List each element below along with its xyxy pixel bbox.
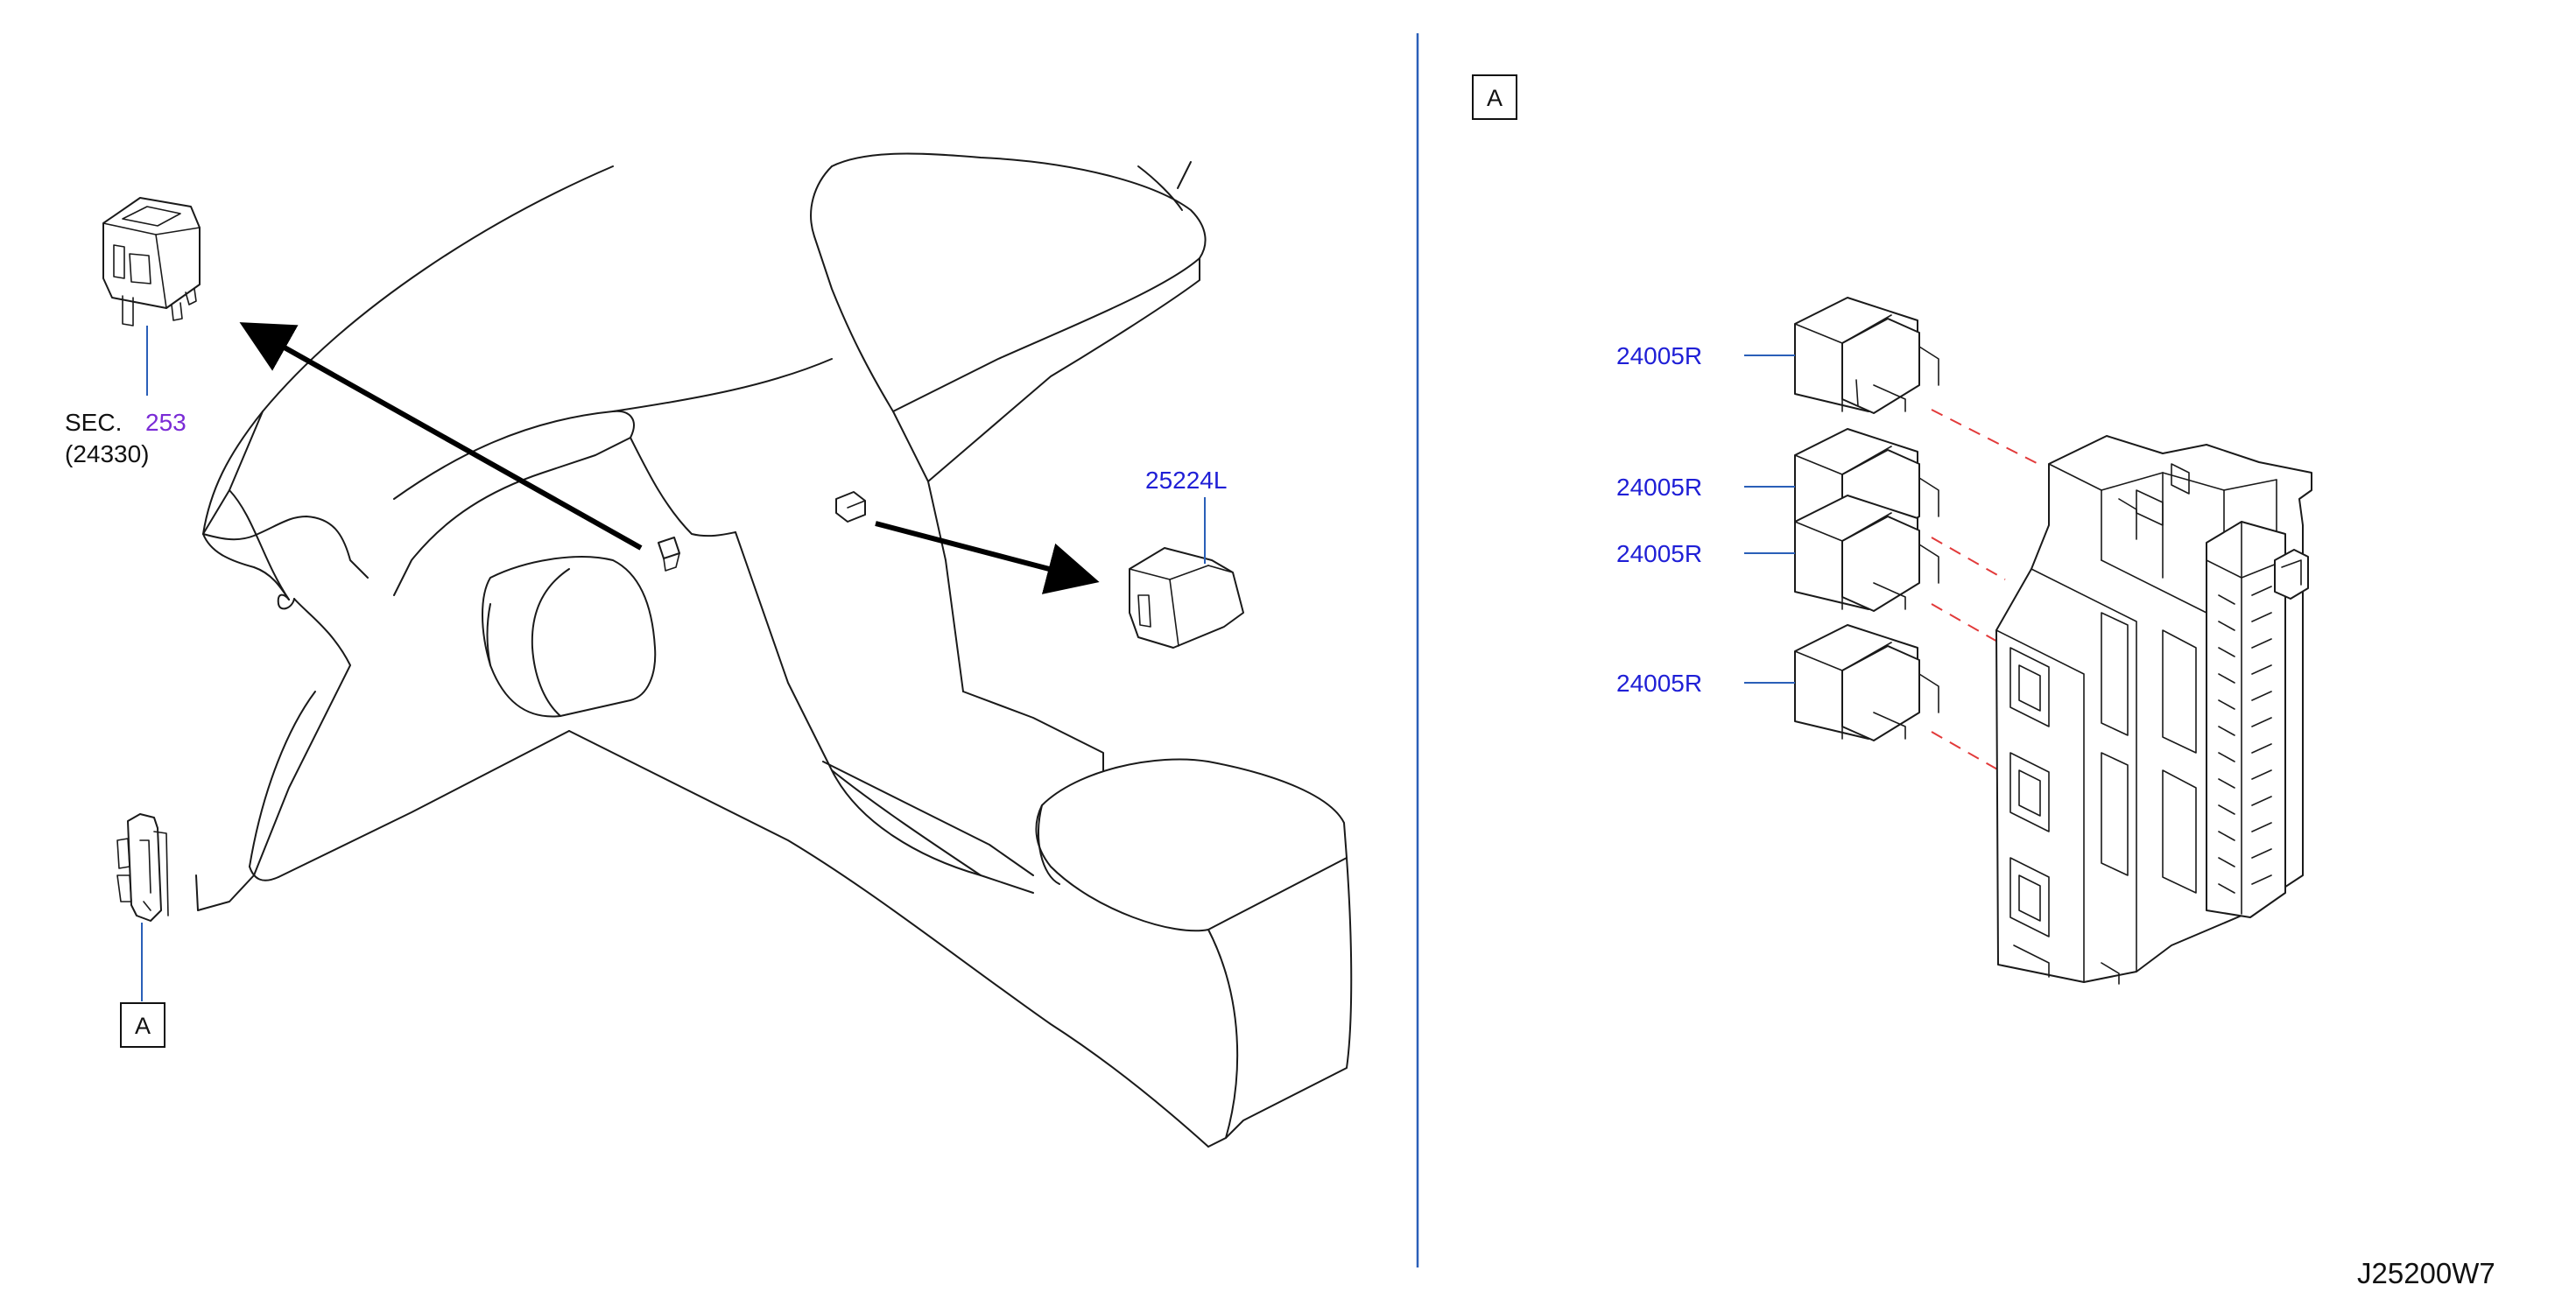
fuse-block-small bbox=[116, 813, 169, 922]
relay-24005R-3 bbox=[1794, 495, 1939, 612]
part-number-relay-2[interactable]: 24005R bbox=[1616, 474, 1702, 501]
relay-location-marker-left bbox=[658, 537, 680, 572]
pointer-arrow-to-relay bbox=[239, 322, 643, 551]
section-ref-prefix: SEC. bbox=[65, 409, 122, 436]
relay-24005R-4 bbox=[1794, 624, 1939, 741]
dashed-guide-relay-1 bbox=[1931, 409, 2039, 465]
pointer-arrow-to-25224L bbox=[875, 521, 1100, 594]
part-number-relay-4[interactable]: 24005R bbox=[1616, 670, 1702, 697]
part-number-25224L[interactable]: 25224L bbox=[1145, 467, 1227, 494]
callout-box-left[interactable] bbox=[120, 1002, 165, 1048]
dashed-guide-relay-4 bbox=[1931, 731, 2006, 775]
section-ref-sub: (24330) bbox=[65, 440, 150, 467]
relay-24005R-1 bbox=[1794, 297, 1939, 414]
part-25224L-drawing bbox=[1129, 547, 1244, 649]
relay-location-marker-right bbox=[835, 491, 866, 523]
part-number-relay-3[interactable]: 24005R bbox=[1616, 540, 1702, 567]
dashed-guide-relay-3 bbox=[1931, 603, 2006, 647]
callout-box-right[interactable] bbox=[1472, 74, 1517, 120]
vehicle-interior-outline bbox=[195, 152, 1353, 1148]
part-number-relay-1[interactable]: 24005R bbox=[1616, 342, 1702, 369]
relay-unit-sec-253 bbox=[102, 197, 201, 327]
dashed-guide-relay-2 bbox=[1931, 537, 2006, 580]
callout-label-left: A bbox=[135, 1013, 151, 1039]
fuse-relay-box bbox=[1995, 435, 2312, 985]
drawing-code: J25200W7 bbox=[2357, 1257, 2495, 1289]
callout-label-right: A bbox=[1487, 85, 1503, 111]
section-ref-link[interactable]: 253 bbox=[145, 409, 187, 436]
